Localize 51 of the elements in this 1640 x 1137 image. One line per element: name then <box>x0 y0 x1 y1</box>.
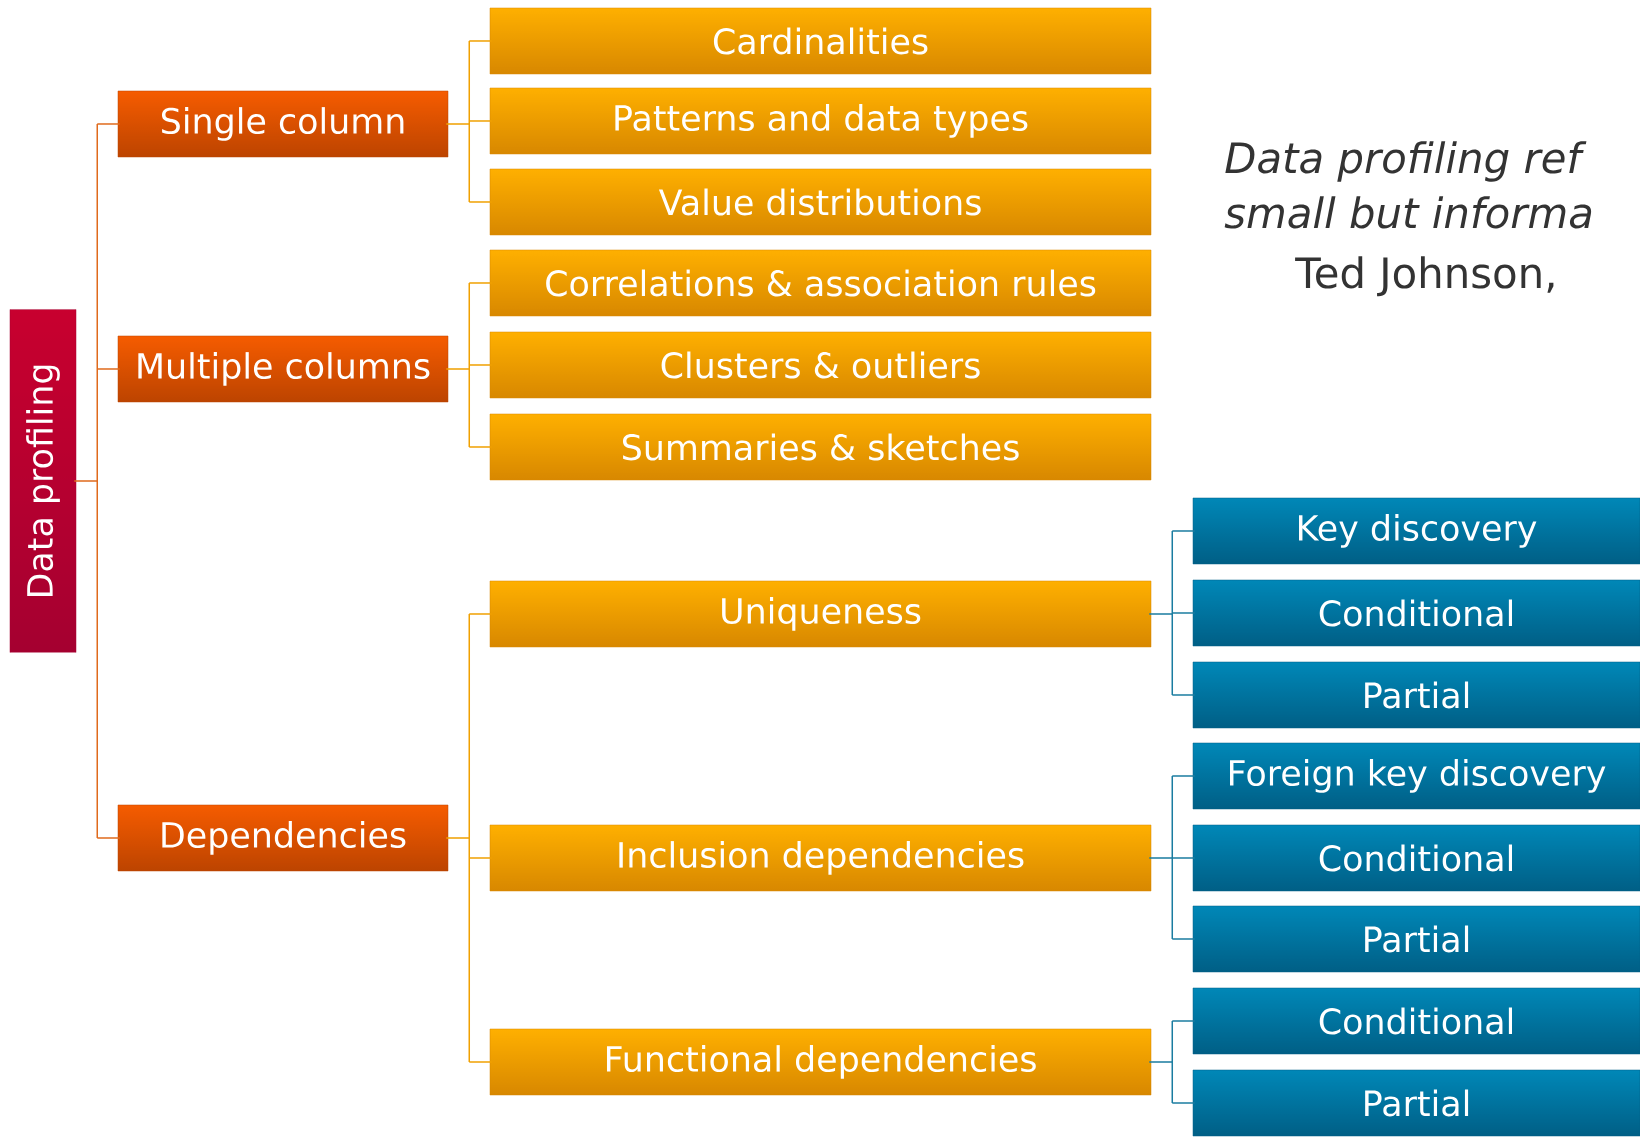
connector-trunk <box>445 40 470 203</box>
connector <box>468 201 493 203</box>
leaf-box: Partial <box>1192 905 1640 973</box>
connector <box>1171 775 1196 777</box>
quote-text: Data profiling ref <box>1225 141 1587 182</box>
leaf-box: Key discovery <box>1192 497 1640 565</box>
connector-trunk <box>1148 530 1173 696</box>
connector <box>1171 1102 1196 1104</box>
connector <box>1171 857 1196 859</box>
connector <box>1171 694 1196 696</box>
connector <box>468 282 493 284</box>
leaf-box: Conditional <box>1192 987 1640 1055</box>
subcategory-box: Patterns and data types <box>489 87 1152 155</box>
connector-trunk <box>73 123 98 839</box>
connector <box>468 40 493 42</box>
leaf-box: Partial <box>1192 1069 1640 1137</box>
connector-trunk <box>1148 1020 1173 1104</box>
leaf-box: Partial <box>1192 661 1640 729</box>
subcategory-box: Summaries & sketches <box>489 413 1152 481</box>
connector <box>1171 530 1196 532</box>
leaf-box: Foreign key discovery <box>1192 742 1640 810</box>
subcategory-box: Clusters & outliers <box>489 331 1152 399</box>
leaf-box: Conditional <box>1192 579 1640 647</box>
leaf-box: Conditional <box>1192 824 1640 892</box>
category-box: Single column <box>117 90 449 158</box>
connector <box>96 837 121 839</box>
connector <box>468 613 493 615</box>
connector <box>468 857 493 859</box>
connector <box>468 120 493 122</box>
quote-text: Ted Johnson, <box>1295 256 1554 297</box>
connector-trunk <box>445 282 470 448</box>
connector <box>468 446 493 448</box>
connector-trunk <box>1148 775 1173 940</box>
subcategory-box: Inclusion dependencies <box>489 824 1152 892</box>
connector <box>1171 938 1196 940</box>
category-box: Multiple columns <box>117 335 449 403</box>
connector <box>468 364 493 366</box>
connector-trunk <box>445 613 470 1063</box>
connector <box>1171 612 1196 614</box>
category-box: Dependencies <box>117 804 449 872</box>
root-box: Data profiling <box>9 309 77 653</box>
connector <box>96 368 121 370</box>
connector <box>1171 1020 1196 1022</box>
quote-text: small but informa <box>1224 196 1592 229</box>
subcategory-box: Value distributions <box>489 168 1152 236</box>
subcategory-box: Functional dependencies <box>489 1028 1152 1096</box>
connector <box>96 123 121 125</box>
subcategory-box: Cardinalities <box>489 7 1152 75</box>
subcategory-box: Uniqueness <box>489 580 1152 648</box>
connector <box>468 1061 493 1063</box>
subcategory-box: Correlations & association rules <box>489 249 1152 317</box>
